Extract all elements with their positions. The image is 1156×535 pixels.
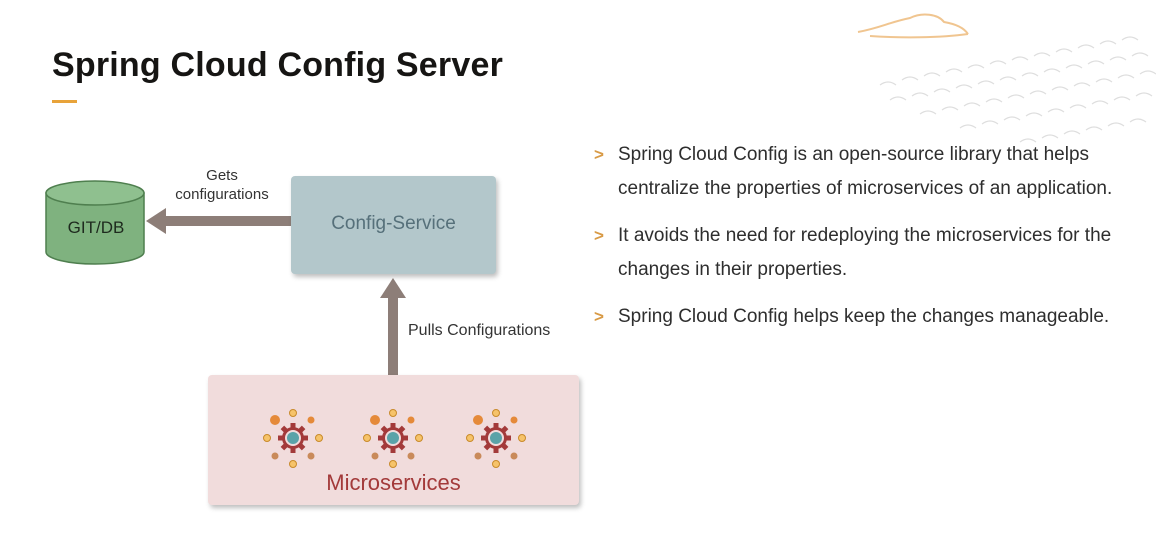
- database-cylinder-icon: [45, 180, 145, 265]
- gets-arrow: [146, 208, 292, 234]
- gear-cluster-icon: [363, 409, 423, 468]
- architecture-diagram: GIT/DB Gets configurations Config-Servic…: [45, 167, 579, 505]
- bullet-item: > Spring Cloud Config is an open-source …: [594, 138, 1149, 206]
- config-service-label: Config-Service: [331, 213, 456, 234]
- chevron-right-icon: >: [594, 145, 604, 164]
- microservices-label: Microservices: [326, 470, 461, 495]
- chevron-right-icon: >: [594, 307, 604, 326]
- config-service-box: Config-Service: [291, 176, 496, 274]
- gear-cluster-icon: [263, 409, 323, 468]
- bullet-text: Spring Cloud Config is an open-source li…: [618, 144, 1113, 199]
- chevron-right-icon: >: [594, 226, 604, 245]
- microservices-box: Microservices: [208, 375, 579, 505]
- database-label: GIT/DB: [67, 218, 125, 237]
- page-title: Spring Cloud Config Server: [52, 46, 504, 84]
- bullet-item: > It avoids the need for redeploying the…: [594, 219, 1149, 287]
- bullet-text: It avoids the need for redeploying the m…: [618, 225, 1112, 280]
- bullet-item: > Spring Cloud Config helps keep the cha…: [594, 300, 1149, 334]
- bullet-text: Spring Cloud Config helps keep the chang…: [618, 306, 1110, 327]
- title-underline: [52, 100, 77, 103]
- bullet-list: > Spring Cloud Config is an open-source …: [594, 138, 1149, 347]
- pulls-arrow: [380, 278, 406, 376]
- pulls-configurations-label: Pulls Configurations: [408, 322, 551, 339]
- gets-configurations-label: Gets configurations: [175, 167, 269, 203]
- diagram-connectors: [45, 180, 406, 376]
- gear-cluster-icon: [466, 409, 526, 468]
- decorative-pattern: [857, 13, 1156, 143]
